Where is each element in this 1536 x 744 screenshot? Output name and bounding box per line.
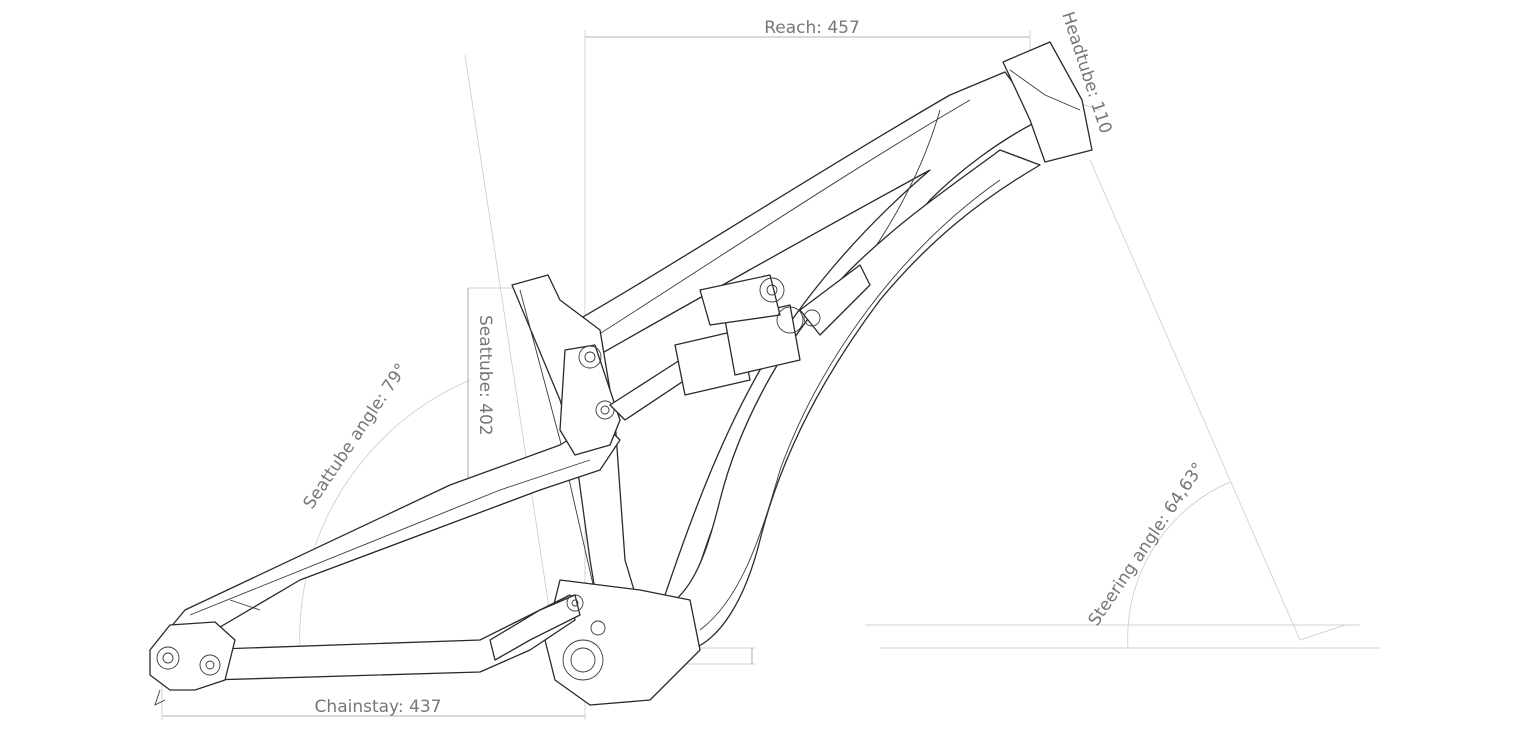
steering-angle-label: Steering angle: 64,63°: [1085, 459, 1209, 630]
seattube-label: Seattube: 402: [475, 315, 495, 436]
seattube-angle-label: Seattube angle: 79°: [300, 360, 412, 513]
reach-label: Reach: 457: [764, 18, 860, 38]
bike-frame: [149, 41, 1093, 706]
chainstay-label: Chainstay: 437: [315, 697, 442, 717]
